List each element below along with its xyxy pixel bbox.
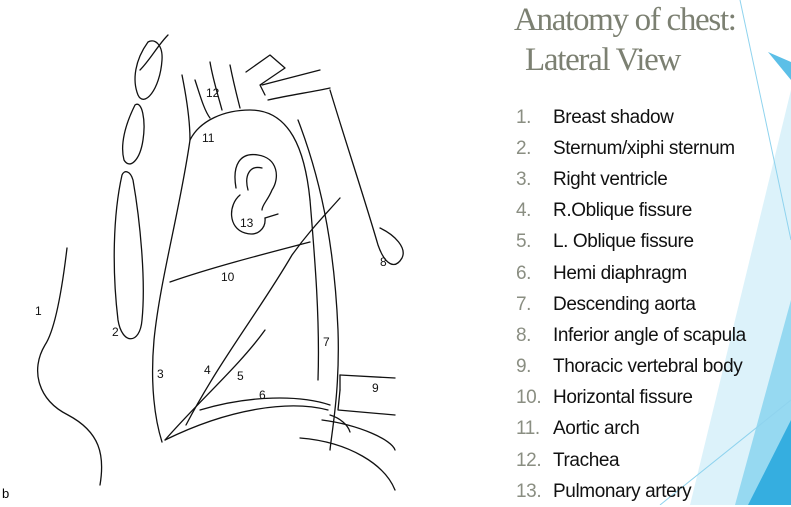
legend-text: Sternum/xiphi sternum (553, 137, 735, 159)
legend-text: L. Oblique fissure (553, 231, 694, 253)
legend-text: Horizontal fissure (553, 387, 693, 409)
scapula-border (329, 89, 404, 266)
legend-item: 10. Horizontal fissure (516, 383, 746, 414)
sternum-segment (134, 40, 163, 100)
legend-text: Descending aorta (553, 293, 696, 315)
hemidiaphragm-lower (199, 397, 331, 411)
right-oblique-fissure (164, 329, 266, 441)
pulmonary-artery-branch (264, 213, 279, 219)
title-line-1: Anatomy of chest: (514, 2, 737, 38)
legend-number: 12. (516, 449, 542, 471)
legend-item: 3. Right ventricle (516, 164, 746, 195)
legend-number: 3. (516, 168, 532, 190)
legend-number: 4. (516, 200, 532, 222)
lateral-chest-diagram: 1 2 3 4 5 6 7 8 9 10 11 12 13 (35, 34, 404, 491)
trachea-wall (229, 64, 241, 109)
legend-number: 9. (516, 356, 532, 378)
vertebral-body (339, 374, 396, 379)
label-7: 7 (323, 335, 330, 349)
page-title: Anatomy of chest: Lateral View (514, 0, 791, 80)
sternum-segment (113, 171, 144, 340)
breast-shadow-outline (37, 247, 103, 486)
heart-anterior-border (151, 139, 191, 443)
legend-text: Pulmonary artery (553, 480, 692, 502)
legend-number: 10. (516, 387, 542, 409)
legend-text: Inferior angle of scapula (553, 324, 746, 346)
label-13: 13 (240, 216, 254, 230)
legend-number: 13. (516, 480, 542, 502)
vertebral-body (337, 389, 396, 416)
descending-aorta (297, 119, 339, 451)
label-8: 8 (380, 255, 387, 269)
label-11: 11 (202, 131, 215, 145)
legend-text: Breast shadow (553, 106, 674, 128)
legend-item: 7. Descending aorta (516, 289, 746, 320)
pulmonary-artery (234, 153, 278, 211)
left-oblique-fissure (185, 197, 341, 426)
posterior-lung-base (299, 437, 396, 491)
sternum-line (139, 34, 169, 71)
clavicle-outline (261, 69, 321, 86)
clavicle-outline (267, 87, 331, 101)
legend-number: 7. (516, 293, 532, 315)
legend-number: 8. (516, 324, 532, 346)
pulmonary-artery-branch (230, 194, 266, 235)
legend-number: 2. (516, 137, 532, 159)
legend-item: 8. Inferior angle of scapula (516, 320, 746, 351)
label-9: 9 (372, 381, 379, 395)
legend-text: R.Oblique fissure (553, 200, 692, 222)
horizontal-fissure (169, 241, 311, 283)
legend-item: 1. Breast shadow (516, 102, 746, 133)
legend-number: 1. (516, 106, 532, 128)
title-line-2: Lateral View (525, 42, 681, 78)
legend-text: Aortic arch (553, 418, 640, 440)
legend-item: 12. Trachea (516, 445, 746, 476)
label-6: 6 (259, 388, 266, 402)
legend-item: 6. Hemi diaphragm (516, 258, 746, 289)
legend-text: Thoracic vertebral body (553, 356, 743, 378)
legend-item: 9. Thoracic vertebral body (516, 352, 746, 383)
descending-aorta (309, 199, 320, 381)
legend-item: 2. Sternum/xiphi sternum (516, 133, 746, 164)
label-4: 4 (204, 363, 211, 377)
legend-text: Trachea (553, 449, 620, 471)
label-3: 3 (157, 367, 164, 381)
posterior-lung-base (329, 414, 351, 433)
label-10: 10 (221, 270, 235, 284)
trachea-anterior (181, 74, 191, 141)
legend-number: 5. (516, 231, 532, 253)
legend-list: 1.Breast shadow 2.Sternum/xiphi sternum … (516, 102, 746, 507)
posterior-lung-base (321, 419, 396, 451)
sternum-segment (121, 103, 145, 165)
legend-item: 5. L. Oblique fissure (516, 227, 746, 258)
pulmonary-artery (246, 166, 263, 191)
aortic-arch (189, 109, 311, 201)
label-2: 2 (112, 325, 119, 339)
label-1: 1 (35, 304, 42, 318)
label-12: 12 (206, 86, 220, 100)
legend-text: Hemi diaphragm (553, 262, 687, 284)
legend-number: 11. (516, 418, 540, 440)
clavicle-outline (245, 54, 286, 96)
legend-text: Right ventricle (553, 168, 668, 190)
figure-label: b (2, 486, 10, 501)
legend-number: 6. (516, 262, 532, 284)
trachea-wall (209, 61, 223, 111)
trachea-wall (194, 79, 211, 119)
legend-item: 11. Aortic arch (516, 414, 746, 445)
label-5: 5 (237, 369, 244, 383)
hemidiaphragm (164, 405, 329, 441)
legend-item: 13. Pulmonary artery (516, 476, 746, 507)
legend-item: 4. R.Oblique fissure (516, 196, 746, 227)
accent-panel-dark (748, 420, 791, 505)
